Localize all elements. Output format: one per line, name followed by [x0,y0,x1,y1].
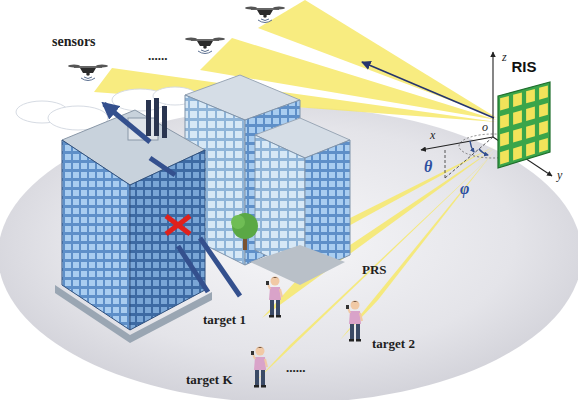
ris-element [539,103,548,117]
scene-label: o [482,120,488,134]
ris-element [539,120,548,134]
scene-label: φ [460,180,469,198]
ris-element [513,110,522,125]
ris-element [526,124,535,139]
scene-label: target 2 [372,336,415,351]
ris-element [526,107,535,122]
ris-element [526,89,535,103]
scene-label: ...... [286,360,306,375]
ris-element [539,85,548,99]
ris-element [500,132,509,147]
ris-element [539,138,548,153]
scene-label: z [502,50,507,64]
ris-panel: RIS [494,58,554,170]
scene-label: sensors [52,34,96,50]
ris-element [513,92,522,107]
scene-label: target 1 [203,312,246,327]
scene-label: PRS [362,262,387,277]
ris-element [513,146,522,161]
ris-board [498,82,550,168]
scene-label: ...... [148,48,168,63]
scene-label: θ [424,158,432,176]
ris-surface [494,78,554,172]
ris-element [500,96,509,111]
ris-element [500,114,509,129]
scene-label: target K [186,372,233,387]
ris-element [500,150,509,165]
ris-element [526,142,535,157]
scene-label: x [430,128,435,142]
scene-label: y [557,168,562,182]
ris-element [513,128,522,143]
